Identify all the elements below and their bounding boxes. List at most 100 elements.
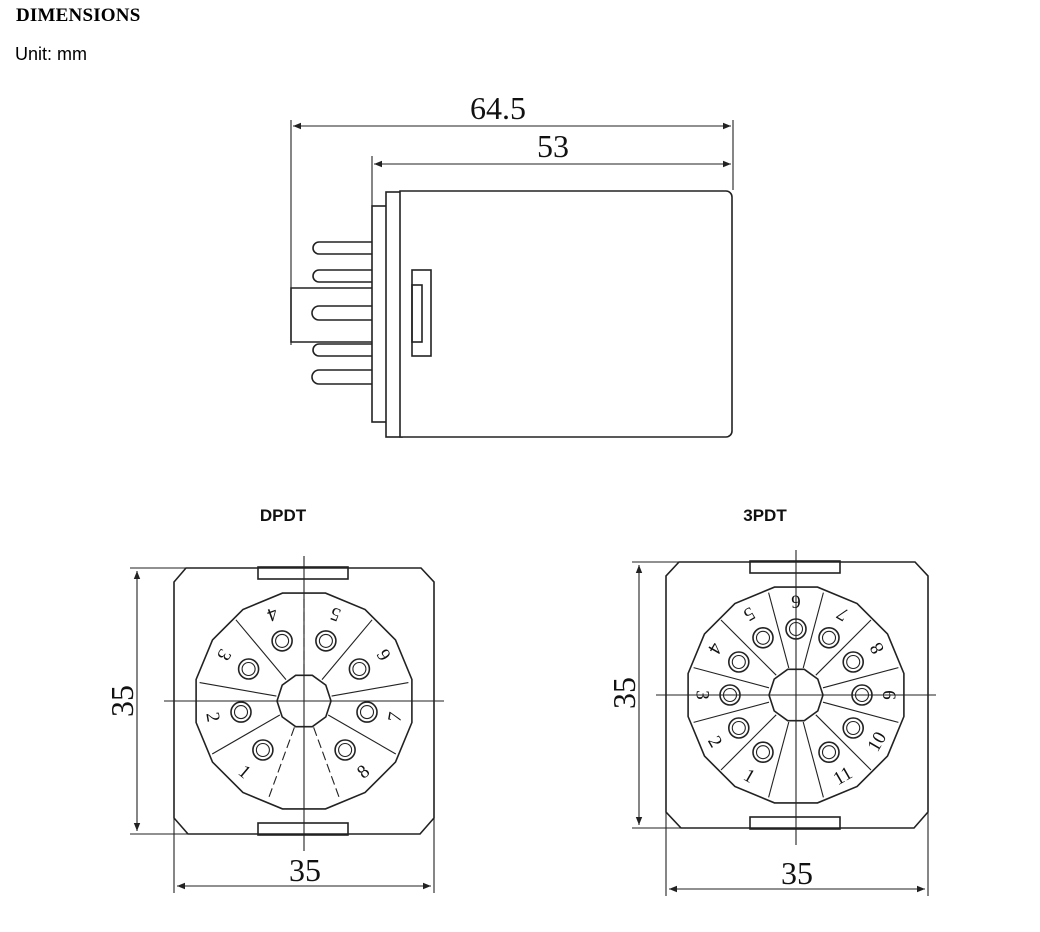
dpdt-pin-hole [271,630,293,652]
tpdt-pin-hole-inner [821,630,837,645]
tpdt-width-value: 35 [781,855,813,891]
tpdt-pin-hole [842,717,865,739]
tpdt-socket: 12 3 45 6 78 9 10 11 [656,550,936,845]
dpdt-outline [173,567,435,835]
dpdt-sector-divider [211,714,281,755]
tpdt-pin-hole [719,684,741,706]
tpdt-pin-number: 9 [879,690,900,700]
tpdt-socket-ring [687,586,905,804]
key-post [290,287,374,343]
tpdt-pin-hole-inner [821,745,837,760]
dpdt-pin-hole-inner [359,705,375,720]
tpdt-pin-number: 3 [692,690,713,700]
dpdt-pin-number: 7 [384,711,406,724]
dpdt-pin-number: 5 [328,602,344,625]
pin-5 [311,369,386,385]
dpdt-pin-hole [230,701,252,723]
tpdt-sector-divider [802,592,824,669]
overall-length-value: 64.5 [470,90,526,126]
tpdt-pin-hole-inner [846,654,861,670]
dpdt-sector-divider [313,727,341,801]
tpdt-pin-number: 2 [703,733,726,752]
tpdt-pin-number: 6 [791,591,801,612]
dpdt-pin-hole-inner [241,661,256,677]
tpdt-sector-divider [720,619,777,676]
dpdt-pin-number: 8 [353,761,374,783]
tpdt-pin-hole [818,741,840,764]
tpdt-pin-hole-inner [722,687,738,703]
pin-1 [312,241,386,255]
dpdt-bottom-tab [257,822,349,836]
page-title: DIMENSIONS [16,5,141,26]
tpdt-pin-hole [752,626,774,649]
tpdt-pin-hole-inner [755,630,771,645]
dpdt-pin-number: 1 [234,761,255,783]
dpdt-pin-hole-inner [352,661,367,677]
tpdt-sector-divider [815,714,872,771]
tpdt-pin-hole [727,651,750,673]
dpdt-sector-divider [235,619,287,680]
dpdt-sector-divider [199,682,277,697]
tpdt-pin-hole-inner [755,745,771,760]
dpdt-width-value: 35 [289,852,321,888]
dpdt-pin-hole-inner [338,742,353,758]
tpdt-pin-number: 1 [740,765,759,788]
dpdt-pin-hole [252,739,274,761]
tpdt-sector-divider [693,701,770,723]
dpdt-sector-divider [267,727,295,801]
dpdt-pin-hole [348,658,371,680]
tpdt-outline [665,561,929,829]
body-length-value: 53 [537,128,569,164]
unit-label: Unit: mm [15,44,87,64]
latch-inner [411,284,423,343]
tpdt-sector-divider [720,714,777,771]
tpdt-pin-number: 11 [830,763,856,790]
dpdt-pin-hole-inner [318,633,333,648]
tpdt-pin-number: 8 [866,639,889,658]
dpdt-socket-ring [195,592,413,810]
tpdt-pin-hole-inner [731,654,746,670]
pin-4 [312,343,386,357]
dpdt-pin-hole-inner [233,705,249,720]
tpdt-pin-hole-inner [788,621,804,637]
tpdt-bottom-tab [749,816,841,830]
tpdt-pin-hole [727,717,750,739]
dpdt-label: DPDT [260,506,307,525]
dpdt-sector-divider [321,619,373,680]
tpdt-sector-divider [768,721,790,798]
tpdt-pin-number: 5 [740,602,759,625]
tpdt-pin-hole [842,651,865,673]
tpdt-pin-hole-inner [731,720,746,736]
tpdt-pin-number: 7 [834,602,853,625]
tpdt-height-value: 35 [606,677,642,709]
dpdt-sector-divider [327,714,397,755]
tpdt-pin-hole-inner [846,720,861,736]
dpdt-pin-hole [334,739,356,761]
dpdt-pin-number: 3 [212,645,235,664]
tpdt-sector-divider [815,619,872,676]
tpdt-pin-hole [752,741,774,764]
dpdt-pin-number: 6 [373,645,396,664]
tpdt-sector-divider [693,667,770,689]
tpdt-sector-divider [802,721,824,798]
tpdt-pin-hole [818,626,840,649]
dpdt-pin-hole-inner [275,633,290,648]
dpdt-pin-hole [315,630,337,652]
tpdt-sector-divider [822,701,899,723]
tpdt-pin-number: 4 [703,639,726,658]
side-view: 64.5 53 [290,90,734,438]
tpdt-sector-divider [822,667,899,689]
tpdt-pin-hole [785,618,807,640]
tpdt-top-tab [749,560,841,574]
tpdt-pin-number: 10 [863,728,891,755]
tpdt-pin-hole-inner [854,687,870,703]
pin-3 [311,305,386,321]
tpdt-sector-divider [768,592,790,669]
dpdt-pin-hole [237,658,260,680]
pin-2 [312,269,386,283]
dpdt-pin-number: 4 [264,602,281,625]
